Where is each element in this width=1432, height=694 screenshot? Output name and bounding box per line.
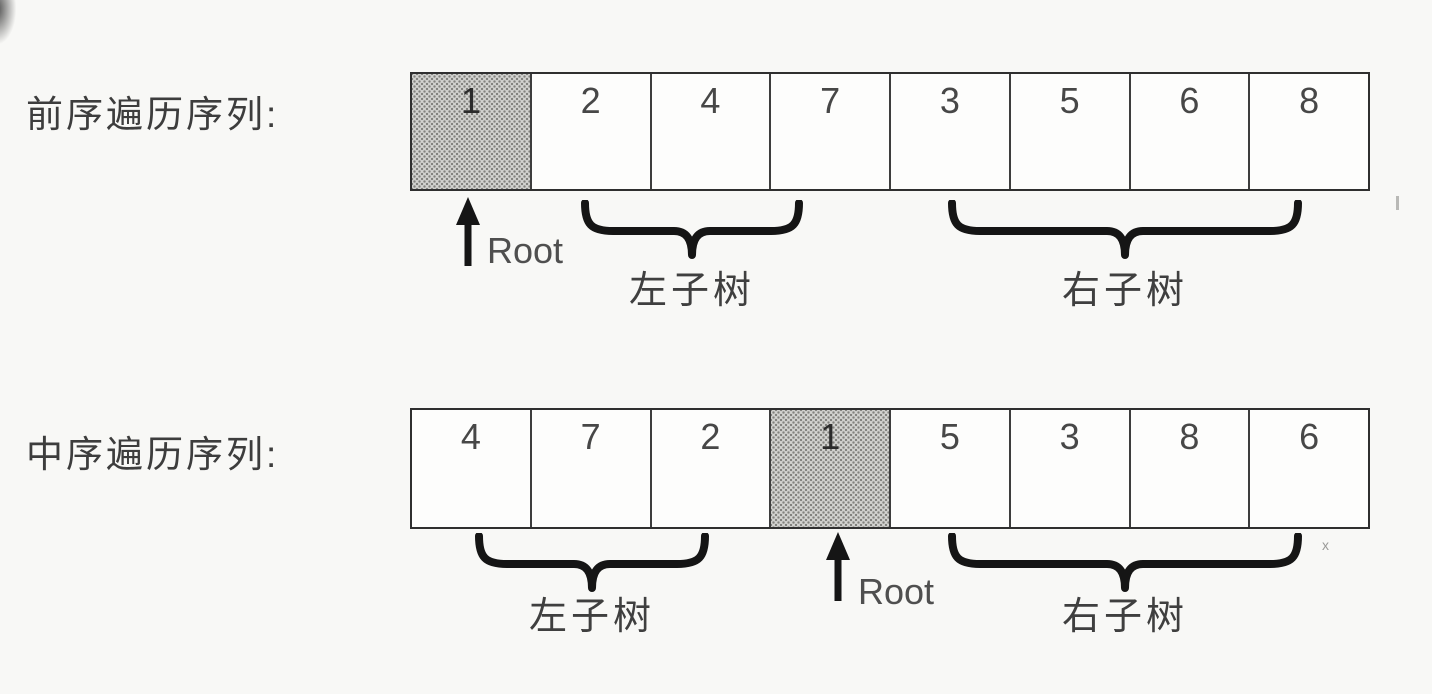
array-cell: 8 bbox=[1131, 410, 1251, 527]
preorder-sequence-label: 前序遍历序列: bbox=[26, 94, 280, 135]
array-cell: 3 bbox=[1011, 410, 1131, 527]
preorder-array: 1 2 4 7 3 5 6 8 bbox=[410, 72, 1370, 191]
left-subtree-label: 左子树 bbox=[628, 270, 755, 312]
array-cell: 3 bbox=[891, 74, 1011, 189]
root-arrow-icon bbox=[816, 531, 860, 603]
array-cell: 6 bbox=[1299, 416, 1320, 457]
array-cell: 4 bbox=[652, 74, 772, 189]
scan-speck: x bbox=[1322, 537, 1329, 553]
left-subtree-label: 左子树 bbox=[528, 596, 655, 638]
array-cell: 2 bbox=[652, 410, 772, 527]
array-cell: 6 bbox=[1131, 74, 1251, 189]
right-subtree-brace-icon bbox=[948, 533, 1302, 595]
array-cell: 4 bbox=[412, 410, 532, 527]
array-cell: 1 bbox=[412, 74, 532, 189]
array-cell: 5 bbox=[1011, 74, 1131, 189]
right-subtree-brace-icon bbox=[948, 200, 1302, 262]
root-arrow-icon bbox=[446, 196, 490, 268]
array-cell: 2 bbox=[532, 74, 652, 189]
root-label: Root bbox=[858, 571, 935, 612]
inorder-array: 4 7 2 1 5 3 8 6 bbox=[410, 408, 1370, 529]
left-subtree-brace-icon bbox=[581, 200, 803, 262]
scan-tick bbox=[1396, 196, 1399, 210]
array-cell: 8 bbox=[1299, 80, 1320, 121]
inorder-sequence-label: 中序遍历序列: bbox=[26, 434, 280, 475]
array-cell: 7 bbox=[771, 74, 891, 189]
right-subtree-label: 右子树 bbox=[1061, 596, 1188, 638]
array-cell: 5 bbox=[891, 410, 1011, 527]
scan-smudge bbox=[0, 0, 16, 44]
root-label: Root bbox=[487, 230, 564, 271]
right-subtree-label: 右子树 bbox=[1061, 270, 1188, 312]
array-cell: 7 bbox=[532, 410, 652, 527]
array-cell: 1 bbox=[771, 410, 891, 527]
left-subtree-brace-icon bbox=[475, 533, 709, 595]
